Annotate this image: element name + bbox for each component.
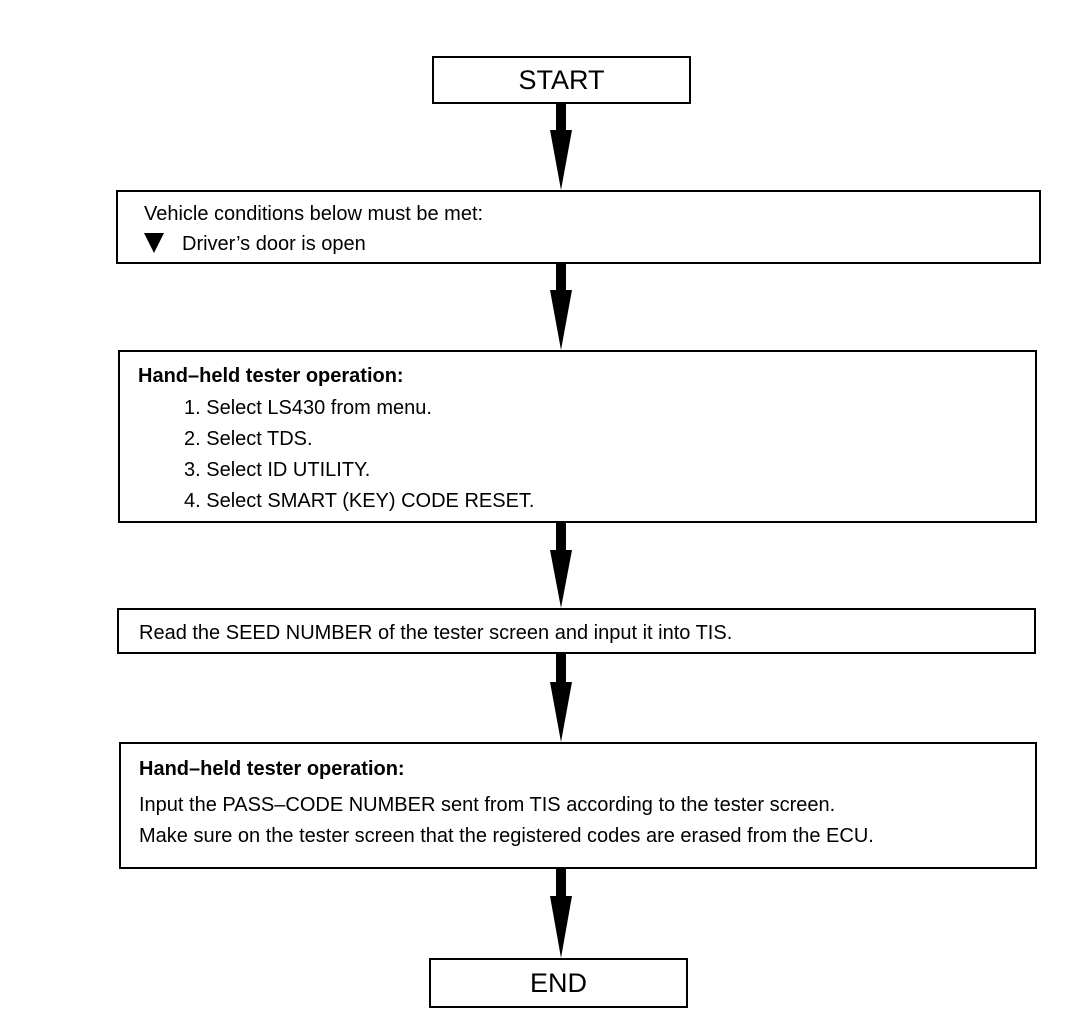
arrow-conditions-to-operation xyxy=(550,263,572,350)
seed-number-box: Read the SEED NUMBER of the tester scree… xyxy=(117,608,1036,654)
arrow-start-to-conditions xyxy=(550,103,572,190)
end-box: END xyxy=(429,958,688,1008)
conditions-item-row: Driver’s door is open xyxy=(144,232,366,255)
conditions-title: Vehicle conditions below must be met: xyxy=(144,203,484,225)
tester-operation-box-1: Hand–held tester operation: 1. Select LS… xyxy=(118,350,1037,523)
arrow-operation-to-seed xyxy=(550,522,572,608)
passcode-line-2: Make sure on the tester screen that the … xyxy=(139,825,874,847)
conditions-box: Vehicle conditions below must be met: Dr… xyxy=(116,190,1041,264)
triangle-bullet-icon xyxy=(144,232,164,253)
start-label: START xyxy=(518,64,605,95)
seed-number-text: Read the SEED NUMBER of the tester scree… xyxy=(139,622,733,644)
tester-operation-box-2: Hand–held tester operation: Input the PA… xyxy=(119,742,1037,869)
start-box: START xyxy=(432,56,691,104)
end-label: END xyxy=(529,967,587,998)
step-4: 4. Select SMART (KEY) CODE RESET. xyxy=(184,490,535,512)
conditions-item: Driver’s door is open xyxy=(182,233,366,255)
arrow-seed-to-passcode xyxy=(550,653,572,742)
step-3: 3. Select ID UTILITY. xyxy=(184,459,371,481)
step-1: 1. Select LS430 from menu. xyxy=(184,397,432,419)
step-2: 2. Select TDS. xyxy=(184,428,313,450)
arrow-passcode-to-end xyxy=(550,868,572,958)
tester-operation-title-1: Hand–held tester operation: xyxy=(138,365,404,387)
tester-operation-title-2: Hand–held tester operation: xyxy=(139,758,405,780)
passcode-line-1: Input the PASS–CODE NUMBER sent from TIS… xyxy=(139,794,836,816)
